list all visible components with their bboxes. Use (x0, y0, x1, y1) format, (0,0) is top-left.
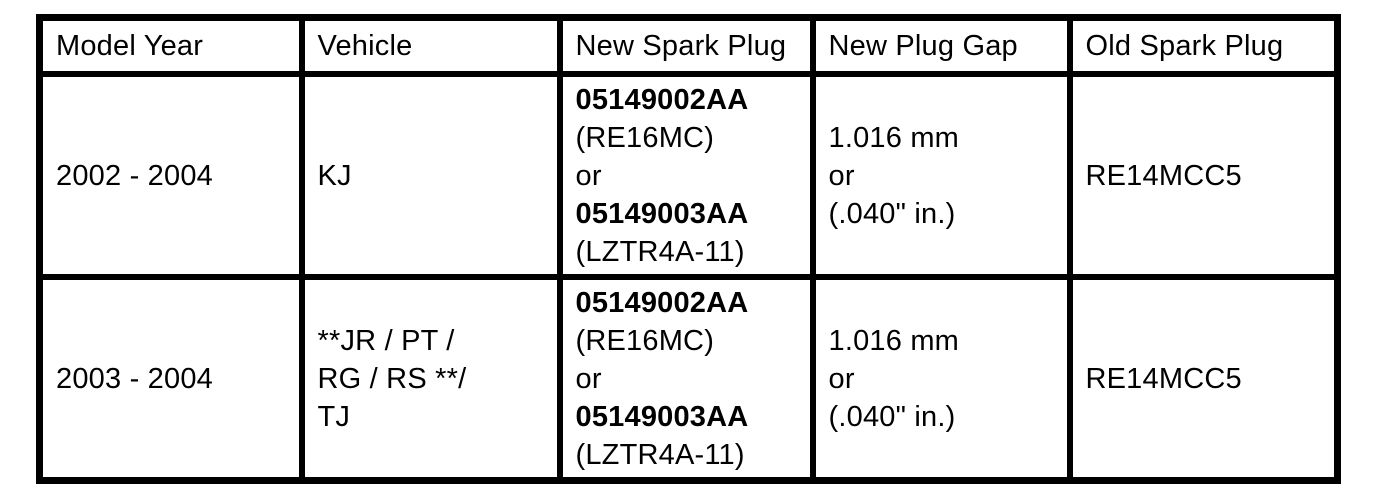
cell-new-plug-gap: 1.016 mm or (.040" in.) (809, 274, 1073, 484)
cell-model-year: 2002 - 2004 (36, 71, 305, 280)
plug-code: (LZTR4A-11) (575, 438, 745, 471)
plug-code: (RE16MC) (575, 121, 715, 154)
vehicle-codes-line: **JR / PT / (317, 324, 455, 357)
cell-new-plug-gap: 1.016 mm or (.040" in.) (809, 71, 1073, 280)
plug-code: (LZTR4A-11) (575, 235, 745, 268)
part-number: 05149003AA (575, 400, 749, 433)
cell-old-spark-plug: RE14MCC5 (1066, 274, 1341, 484)
gap-mm: 1.016 mm (828, 324, 960, 357)
cell-old-spark-plug: RE14MCC5 (1066, 71, 1341, 280)
header-new-plug-gap: New Plug Gap (809, 14, 1073, 77)
gap-inches: (.040" in.) (828, 197, 956, 230)
cell-new-spark-plug: 05149002AA (RE16MC) or 05149003AA (LZTR4… (556, 71, 816, 280)
or-text: or (575, 159, 602, 192)
table-row: 2003 - 2004 **JR / PT / RG / RS **/ TJ 0… (36, 274, 1341, 484)
or-text: or (575, 362, 602, 395)
header-model-year: Model Year (36, 14, 305, 77)
vehicle-code: KJ (317, 159, 352, 192)
gap-mm: 1.016 mm (828, 121, 960, 154)
plug-code: (RE16MC) (575, 324, 715, 357)
cell-model-year: 2003 - 2004 (36, 274, 305, 484)
part-number: 05149002AA (575, 83, 749, 116)
spark-plug-spec-table: Model Year Vehicle New Spark Plug New Pl… (36, 14, 1341, 484)
vehicle-codes-line: RG / RS **/ (317, 362, 467, 395)
part-number: 05149003AA (575, 197, 749, 230)
header-vehicle: Vehicle (298, 14, 563, 77)
header-old-spark-plug: Old Spark Plug (1066, 14, 1341, 77)
table-row: 2002 - 2004 KJ 05149002AA (RE16MC) or 05… (36, 71, 1341, 280)
part-number: 05149002AA (575, 286, 749, 319)
cell-new-spark-plug: 05149002AA (RE16MC) or 05149003AA (LZTR4… (556, 274, 816, 484)
cell-vehicle: **JR / PT / RG / RS **/ TJ (298, 274, 563, 484)
gap-inches: (.040" in.) (828, 400, 956, 433)
or-text: or (828, 362, 855, 395)
header-new-spark-plug: New Spark Plug (556, 14, 816, 77)
table-header-row: Model Year Vehicle New Spark Plug New Pl… (36, 14, 1341, 77)
vehicle-codes-line: TJ (317, 400, 351, 433)
or-text: or (828, 159, 855, 192)
cell-vehicle: KJ (298, 71, 563, 280)
